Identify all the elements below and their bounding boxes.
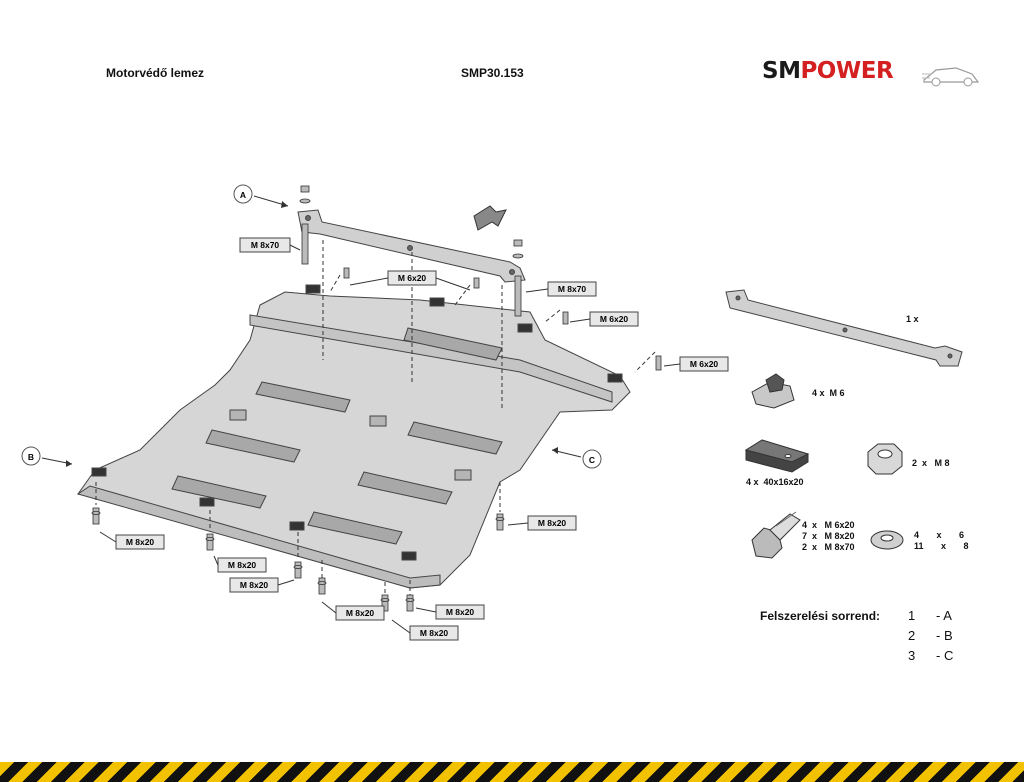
bracket-a: [297, 209, 526, 283]
sequence-num: 2: [908, 628, 916, 643]
sequence-title: Felszerelési sorrend:: [760, 609, 881, 623]
cage-nut-qty: 4 x M 6: [812, 388, 845, 398]
sequence-row: 1 - A: [908, 608, 952, 623]
bracket-qty: 1 x: [906, 314, 919, 324]
bolt-label-boxes: M 8x70 M 6x20 M 8x70 M 6x20 M 6x20 M 8x2…: [99, 237, 729, 641]
sequence-letter: - B: [936, 628, 953, 643]
car-logo-icon: [922, 67, 980, 87]
bolt-label-9: M 8x20: [446, 607, 475, 617]
sequence-row: 3 - C: [908, 648, 953, 663]
sequence-letter: - C: [936, 648, 954, 663]
bolt-label-7: M 8x20: [240, 580, 269, 590]
fwd-arrow-icon: [473, 205, 507, 231]
bolt-label-4: M 6x20: [690, 359, 719, 369]
sequence-num: 3: [908, 648, 916, 663]
part-cage-nut: [751, 373, 795, 409]
part-washer: [870, 530, 904, 550]
logo-text-power: POWER: [800, 58, 894, 84]
bolt-label-11: M 8x20: [538, 518, 567, 528]
bolt-label-5: M 8x20: [126, 537, 155, 547]
logo-text-sm: SM: [762, 58, 801, 84]
callout-a: A: [233, 184, 289, 208]
part-bracket: [725, 289, 963, 367]
nut-qty: 2 x M 8: [912, 458, 950, 468]
bolt-guide-lines: [95, 240, 656, 598]
callout-c: C: [551, 447, 602, 469]
bolt-label-10: M 8x20: [420, 628, 449, 638]
part-spacer: [744, 439, 810, 473]
brand-logo: SMPOWER: [762, 58, 894, 84]
sequence-row: 2 - B: [908, 628, 953, 643]
bolts: [91, 185, 662, 612]
bolt-label-2: M 8x70: [558, 284, 587, 294]
part-code: SMP30.153: [461, 66, 524, 80]
page-title: Motorvédő lemez: [106, 66, 205, 80]
bolt-label-1: M 6x20: [398, 273, 427, 283]
spacer-qty: 4 x 40x16x20: [746, 477, 804, 487]
callout-c-letter: C: [589, 455, 595, 465]
callout-b-letter: B: [28, 452, 34, 462]
bolt-label-8: M 8x20: [346, 608, 375, 618]
part-nut: [867, 443, 903, 475]
washer-qty: 4 x 6 11 x 8: [914, 530, 969, 551]
sequence-num: 1: [908, 608, 916, 623]
callout-b: B: [21, 446, 73, 467]
callout-a-letter: A: [240, 190, 246, 200]
bolt-label-6: M 8x20: [228, 560, 257, 570]
bolt-qty: 4 x M 6x20 7 x M 8x20 2 x M 8x70: [802, 520, 855, 552]
skid-plate: [76, 284, 631, 589]
part-bolt: [751, 511, 801, 559]
hazard-stripe: [0, 762, 1024, 782]
bolt-label-3: M 6x20: [600, 314, 629, 324]
bolt-label-0: M 8x70: [251, 240, 280, 250]
sequence-letter: - A: [936, 608, 952, 623]
